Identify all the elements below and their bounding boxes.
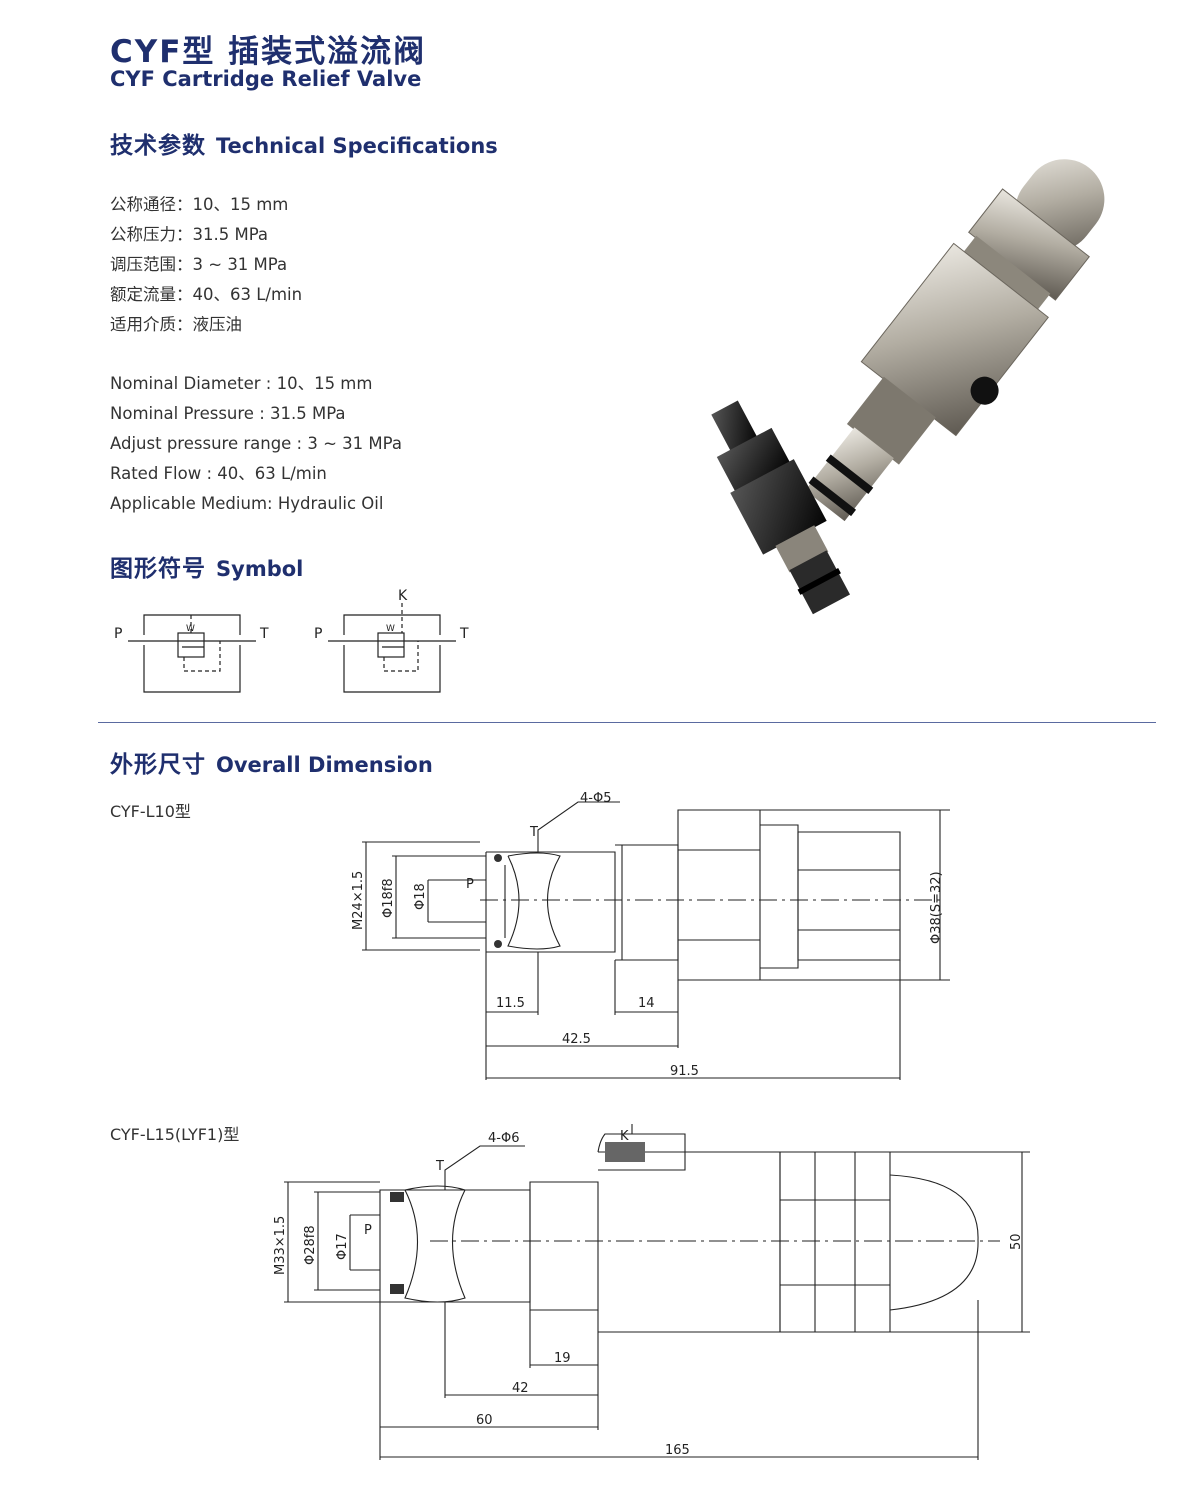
dimension-heading-cn: 外形尺寸 <box>110 752 206 778</box>
l15-len-c: 60 <box>476 1413 493 1428</box>
symbol-heading: 图形符号 Symbol <box>110 549 303 583</box>
specs-cn-list: 公称通径：10、15 mm 公称压力：31.5 MPa 调压范围：3 ~ 31 … <box>110 190 302 340</box>
spec-en-item: Applicable Medium: Hydraulic Oil <box>110 494 384 513</box>
symbol-diagrams: P T W P T K W <box>114 588 469 693</box>
l15-height-label: 50 <box>1009 1233 1024 1250</box>
symbol-right-k: K <box>398 588 408 604</box>
l15-thread-label: M33×1.5 <box>273 1216 288 1275</box>
l15-holes-label: 4-Φ6 <box>488 1131 519 1146</box>
symbol-heading-cn: 图形符号 <box>110 556 206 582</box>
spec-cn-item: 公称通径：10、15 mm <box>110 195 289 214</box>
symbol-right-p: P <box>314 626 322 642</box>
l15-len-b: 42 <box>512 1381 529 1396</box>
l10-len-total: 91.5 <box>670 1064 699 1079</box>
symbol-heading-en: Symbol <box>216 557 304 581</box>
drawing-l10: 4-Φ5 T P M24×1.5 Φ18f8 Φ18 Φ38(S=32) 11.… <box>351 791 950 1080</box>
tech-heading: 技术参数 Technical Specifications <box>110 126 498 160</box>
symbol-right-spring: W <box>386 624 395 634</box>
symbol-right-t: T <box>459 626 469 642</box>
spec-cn-item: 公称压力：31.5 MPa <box>110 225 269 244</box>
l10-fit-label: Φ18f8 <box>381 878 396 918</box>
symbol-right <box>328 603 456 693</box>
l15-len-total: 165 <box>665 1443 690 1458</box>
section-divider <box>98 722 1156 723</box>
page-subtitle: CYF Cartridge Relief Valve <box>110 67 422 91</box>
l10-port-p: P <box>466 877 474 892</box>
symbol-left-t: T <box>259 626 269 642</box>
dimension-heading-en: Overall Dimension <box>216 753 433 777</box>
l15-port-k: K <box>620 1129 629 1144</box>
l10-len-a: 11.5 <box>496 996 525 1011</box>
drawing-l15: 4-Φ6 T P K M33×1.5 Φ28f8 Φ17 50 19 42 60… <box>273 1124 1030 1460</box>
l10-len-c: 42.5 <box>562 1032 591 1047</box>
l10-thread-label: M24×1.5 <box>351 871 366 930</box>
page-title: CYF型 插装式溢流阀 <box>110 34 427 70</box>
spec-en-item: Adjust pressure range : 3 ~ 31 MPa <box>110 434 402 453</box>
spec-cn-item: 适用介质：液压油 <box>110 315 242 334</box>
l15-port-p: P <box>364 1223 372 1238</box>
model-l15-label: CYF-L15(LYF1)型 <box>110 1125 240 1144</box>
l15-bore-label: Φ17 <box>335 1233 350 1260</box>
symbol-left <box>128 614 256 693</box>
l15-port-t: T <box>435 1159 444 1174</box>
dimension-heading: 外形尺寸 Overall Dimension <box>110 745 433 779</box>
product-photo <box>711 159 1105 615</box>
l10-holes-label: 4-Φ5 <box>580 791 611 806</box>
model-l10-label: CYF-L10型 <box>110 802 191 821</box>
symbol-left-p: P <box>114 626 122 642</box>
tech-heading-cn: 技术参数 <box>110 133 206 159</box>
l10-bore-label: Φ18 <box>413 883 428 910</box>
spec-en-item: Nominal Pressure : 31.5 MPa <box>110 404 346 423</box>
large-valve-image <box>805 159 1105 522</box>
l15-len-a: 19 <box>554 1351 571 1366</box>
l10-hex-label: Φ38(S=32) <box>929 871 944 944</box>
symbol-left-spring: W <box>186 624 195 634</box>
tech-heading-en: Technical Specifications <box>216 134 498 158</box>
spec-cn-item: 调压范围：3 ~ 31 MPa <box>110 255 288 274</box>
spec-en-item: Nominal Diameter : 10、15 mm <box>110 374 373 393</box>
l10-len-b: 14 <box>638 996 655 1011</box>
spec-cn-item: 额定流量：40、63 L/min <box>110 285 303 304</box>
l15-fit-label: Φ28f8 <box>303 1225 318 1265</box>
specs-en-list: Nominal Diameter : 10、15 mm Nominal Pres… <box>110 369 402 519</box>
l10-port-t: T <box>529 825 538 840</box>
small-valve-image <box>711 400 850 615</box>
spec-en-item: Rated Flow : 40、63 L/min <box>110 464 327 483</box>
